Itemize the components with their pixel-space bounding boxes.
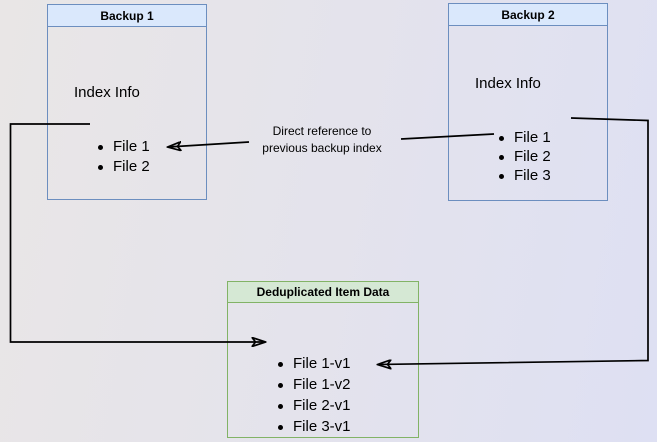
- bullet-icon: [278, 382, 283, 388]
- backup1-file-item: File 1: [98, 137, 150, 157]
- bullet-icon: [499, 154, 504, 160]
- backup1-file1-label: File 1: [113, 138, 150, 155]
- dedup-file1v2-label: File 1-v2: [293, 376, 351, 393]
- dedup-file-item: File 1-v1: [278, 354, 351, 374]
- backup1-file-item: File 2: [98, 157, 150, 177]
- backup1-index-info-label: Index Info: [74, 84, 140, 101]
- bullet-icon: [98, 164, 103, 170]
- dedup-title: Deduplicated Item Data: [228, 282, 418, 303]
- direct-reference-label-line1: Direct reference to: [272, 124, 372, 138]
- dedup-file-item: File 2-v1: [278, 396, 351, 416]
- bullet-icon: [499, 173, 504, 179]
- backup2-title: Backup 2: [449, 4, 607, 26]
- direct-reference-label: Direct reference to previous backup inde…: [238, 123, 406, 157]
- direct-reference-label-line2: previous backup index: [262, 141, 382, 155]
- backup2-file1-label: File 1: [514, 129, 551, 146]
- bullet-icon: [278, 361, 283, 367]
- bullet-icon: [278, 403, 283, 409]
- backup1-title: Backup 1: [48, 5, 206, 27]
- dedup-file-item: File 3-v1: [278, 417, 351, 437]
- dedup-file3v1-label: File 3-v1: [293, 418, 351, 435]
- backup2-file-item: File 1: [499, 128, 551, 148]
- backup1-file2-label: File 2: [113, 158, 150, 175]
- backup2-file2-label: File 2: [514, 148, 551, 165]
- backup2-file-item: File 3: [499, 166, 551, 186]
- node-deduplicated-item-data: Deduplicated Item Data File 1-v1 File 1-…: [227, 281, 419, 438]
- node-backup2: Backup 2 Index Info File 1 File 2 File 3: [448, 3, 608, 201]
- backup2-index-info-label: Index Info: [475, 75, 541, 92]
- bullet-icon: [499, 135, 504, 141]
- dedup-file-item: File 1-v2: [278, 375, 351, 395]
- dedup-file1v1-label: File 1-v1: [293, 355, 351, 372]
- node-backup1: Backup 1 Index Info File 1 File 2: [47, 4, 207, 200]
- backup2-file-item: File 2: [499, 147, 551, 167]
- dedup-file2v1-label: File 2-v1: [293, 397, 351, 414]
- backup2-file3-label: File 3: [514, 167, 551, 184]
- bullet-icon: [98, 144, 103, 150]
- bullet-icon: [278, 424, 283, 430]
